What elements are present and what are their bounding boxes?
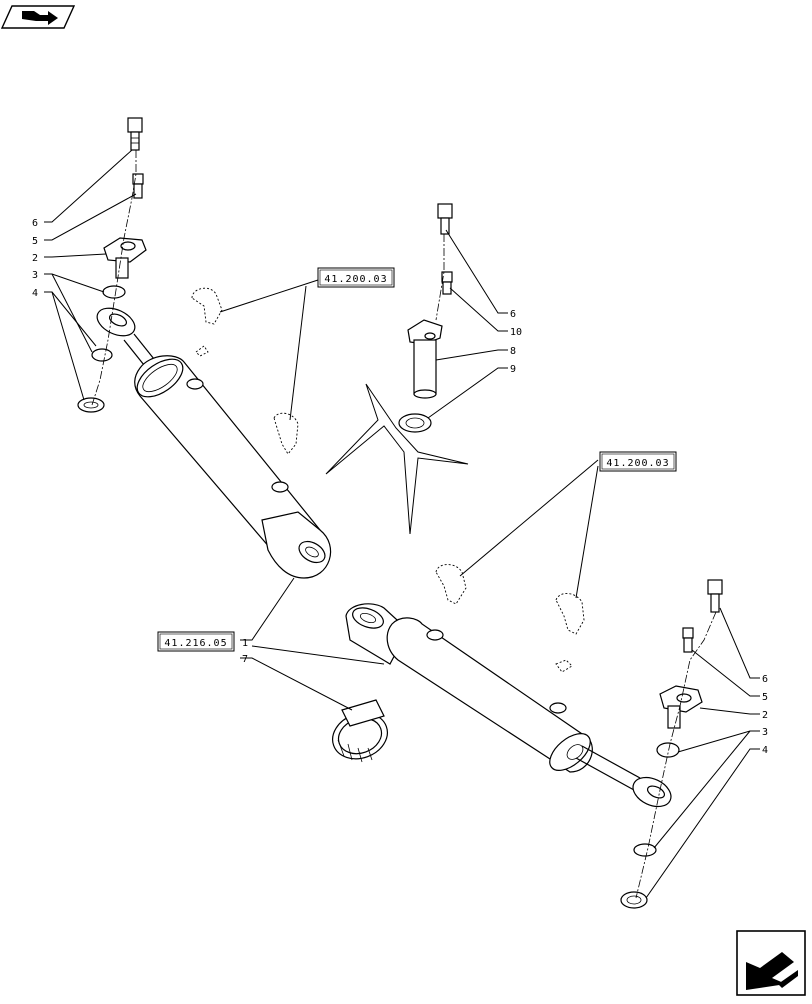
- callout-4: 4: [32, 288, 38, 299]
- upper-bolt: [127, 117, 143, 151]
- callout-3: 3: [32, 270, 38, 281]
- callout-labels: 6 5 2 3 4 6 10 8 9 1 7 6 5 2 3 4: [32, 218, 768, 756]
- lower-grease-nipple: [682, 627, 694, 653]
- reference-label: 41.216.05: [164, 638, 227, 649]
- center-pin: [407, 319, 443, 399]
- center-washer: [398, 413, 432, 433]
- callout-10: 10: [510, 327, 522, 338]
- book-arrow-icon[interactable]: [0, 5, 76, 29]
- callout-6: 6: [510, 309, 516, 320]
- reference-label: 41.200.03: [324, 274, 387, 285]
- leader-lines: [44, 149, 760, 899]
- upper-snap-ring: [77, 397, 105, 413]
- upper-elbow-fitting-2: [273, 412, 299, 455]
- center-bolt: [437, 203, 453, 235]
- reference-label: 41.200.03: [606, 458, 669, 469]
- reference-box-upper[interactable]: 41.200.03: [317, 267, 395, 288]
- upper-pin-plate: [103, 237, 147, 279]
- callout-1: 1: [242, 638, 248, 649]
- callout-6: 6: [762, 674, 768, 685]
- upper-washer-lower: [91, 348, 113, 362]
- reference-box-lower[interactable]: 41.200.03: [599, 451, 677, 472]
- upper-elbow-fitting-1: [191, 287, 223, 357]
- reference-box-cylinder[interactable]: 41.216.05: [157, 631, 235, 652]
- callout-9: 9: [510, 364, 516, 375]
- upper-hydraulic-cylinder: [96, 307, 332, 579]
- callout-8: 8: [510, 346, 516, 357]
- callout-6: 6: [32, 218, 38, 229]
- lower-elbow-fitting-2: [555, 593, 585, 673]
- callout-3: 3: [762, 727, 768, 738]
- lower-snap-ring: [620, 891, 648, 909]
- callout-5: 5: [32, 236, 38, 247]
- next-page-arrow-icon[interactable]: [736, 930, 806, 996]
- lower-elbow-fitting-1: [435, 564, 467, 605]
- callout-4: 4: [762, 745, 768, 756]
- lower-bolt: [707, 579, 723, 613]
- lower-hydraulic-cylinder: [345, 603, 672, 808]
- callout-2: 2: [762, 710, 768, 721]
- center-arrow-symbol: [325, 383, 469, 535]
- callout-5: 5: [762, 692, 768, 703]
- lower-pin-plate: [659, 685, 703, 729]
- center-grease-nipple: [441, 271, 453, 295]
- upper-grease-nipple: [132, 173, 144, 199]
- lower-washer: [656, 742, 680, 758]
- callout-7: 7: [242, 654, 248, 665]
- upper-washer: [102, 285, 126, 299]
- callout-2: 2: [32, 253, 38, 264]
- lower-washer-bottom: [633, 843, 657, 857]
- hose-clamp: [332, 699, 388, 763]
